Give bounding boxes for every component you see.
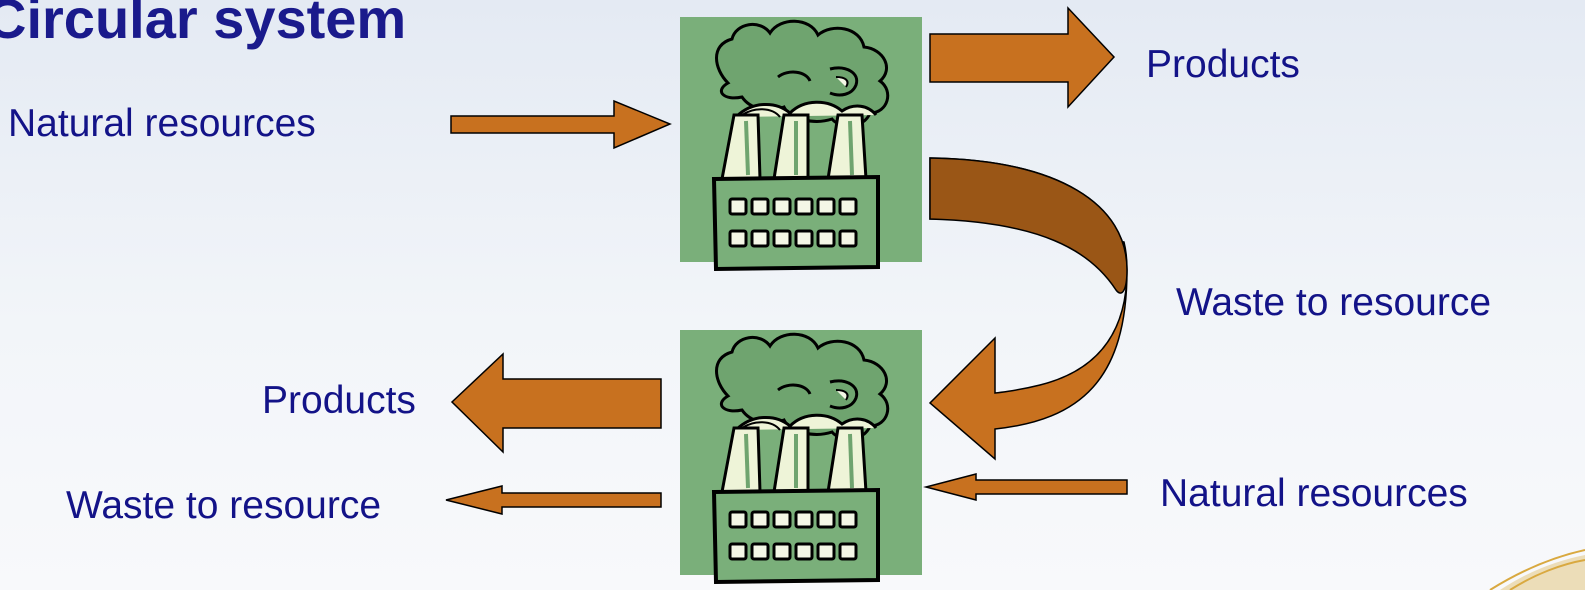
- waste-to-resource-label-loop: Waste to resource: [1176, 281, 1492, 324]
- corner-swoosh-decoration: [1489, 549, 1585, 590]
- natural-resources-in-arrow: [450, 99, 672, 150]
- natural-resources-label: Natural resources: [8, 102, 316, 145]
- factory-icon-bottom: [678, 328, 924, 584]
- products-label-top: Products: [1146, 43, 1300, 86]
- waste-loop-shading: [929, 157, 1128, 294]
- products-out-arrow-top: [929, 6, 1116, 109]
- products-label-bottom: Products: [262, 379, 416, 422]
- factory-icon-top: [678, 15, 924, 271]
- natural-resources-in-arrow-bottom: [923, 473, 1128, 501]
- products-out-arrow-bottom: [450, 352, 662, 454]
- waste-to-resource-label-bottom: Waste to resource: [66, 484, 382, 527]
- waste-to-resource-out-arrow: [445, 485, 662, 515]
- page-title: Circular system: [0, 0, 407, 50]
- natural-resources-label-bottom: Natural resources: [1160, 472, 1468, 515]
